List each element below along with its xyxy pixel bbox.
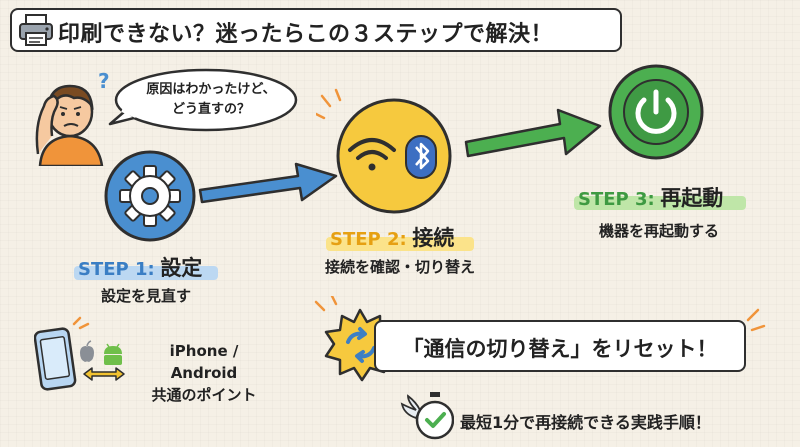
speech-line-1: 原因はわかったけど、 <box>146 82 276 97</box>
page-title: 印刷できない？迷ったらこの３ステップで解決！ <box>58 22 554 47</box>
bottom-note: 最短1分で再接続できる実践手順！ <box>460 413 711 432</box>
step2-highlight <box>326 237 474 251</box>
smartphone-icon <box>34 327 77 391</box>
reset-sparkle <box>746 308 766 332</box>
swap-arrows-icon <box>83 367 125 381</box>
step2-description: 接続を確認・切り替え <box>324 258 475 276</box>
speech-line-2: どう直すの？ <box>171 102 250 117</box>
step3-description: 機器を再起動する <box>598 222 719 240</box>
stopwatch-illustration <box>400 392 454 440</box>
step3-number: STEP 3: <box>578 189 655 210</box>
devices-panel-text: iPhone / Android 共通のポイント <box>134 340 274 406</box>
step1-name: 設定 <box>160 256 203 280</box>
step2-badge <box>316 88 452 214</box>
power-icon <box>635 89 677 134</box>
android-icon <box>104 343 122 365</box>
confused-person-illustration: ? <box>35 69 110 166</box>
apple-icon <box>80 340 94 362</box>
speech-bubble-text: 原因はわかったけど、 どう直すの？ <box>136 80 286 120</box>
reset-banner-text: 「通信の切り替え」をリセット！ <box>402 337 718 361</box>
step3-highlight <box>574 196 746 210</box>
arrow-step1-to-step2 <box>198 162 338 204</box>
step2-name: 接続 <box>412 226 455 250</box>
title-bar <box>10 8 622 52</box>
step2-label: STEP 2: 接続 <box>330 222 454 252</box>
gear-icon <box>119 165 181 227</box>
checkmark-icon <box>425 412 446 428</box>
step1-number: STEP 1: <box>78 259 155 280</box>
step1-label: STEP 1: 設定 <box>78 252 202 282</box>
step1-description: 設定を見直す <box>100 287 191 305</box>
step3-badge <box>608 64 704 160</box>
devices-line-1: iPhone / Android <box>169 342 239 382</box>
step2-number: STEP 2: <box>330 229 407 250</box>
devices-illustration <box>34 316 125 391</box>
reset-banner <box>374 320 746 372</box>
printer-icon <box>19 14 53 46</box>
speech-bubble <box>108 68 298 132</box>
wings-icon <box>400 394 422 420</box>
stopwatch-icon <box>415 392 454 440</box>
step3-name: 再起動 <box>660 186 724 210</box>
bluetooth-icon <box>405 135 437 179</box>
step1-badge <box>104 150 196 242</box>
devices-line-2: 共通のポイント <box>151 386 257 404</box>
step1-highlight <box>74 266 218 280</box>
wifi-icon <box>348 138 396 171</box>
question-mark-icon: ? <box>98 69 110 93</box>
step3-label: STEP 3: 再起動 <box>578 182 723 212</box>
refresh-icon <box>346 327 376 363</box>
arrow-step2-to-step3 <box>464 108 602 158</box>
